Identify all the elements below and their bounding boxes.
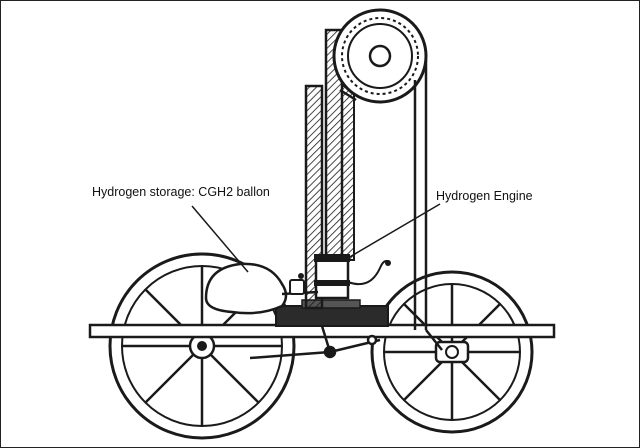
drive-rods	[339, 60, 443, 351]
balloon-valve	[289, 279, 305, 295]
storage-label: Hydrogen storage: CGH2 ballon	[92, 185, 270, 199]
drive-linkage	[249, 325, 381, 360]
hydrogen-engine	[314, 254, 391, 300]
right-wheel	[370, 270, 534, 434]
hydrogen-balloon	[204, 262, 319, 315]
storage-leader-line	[191, 205, 249, 273]
top-gear	[332, 8, 428, 104]
engine-platform	[275, 299, 389, 327]
engine-label: Hydrogen Engine	[436, 189, 533, 203]
gear-hub	[368, 44, 392, 68]
engine-leader-line	[347, 203, 441, 259]
leader-lines	[191, 203, 441, 273]
